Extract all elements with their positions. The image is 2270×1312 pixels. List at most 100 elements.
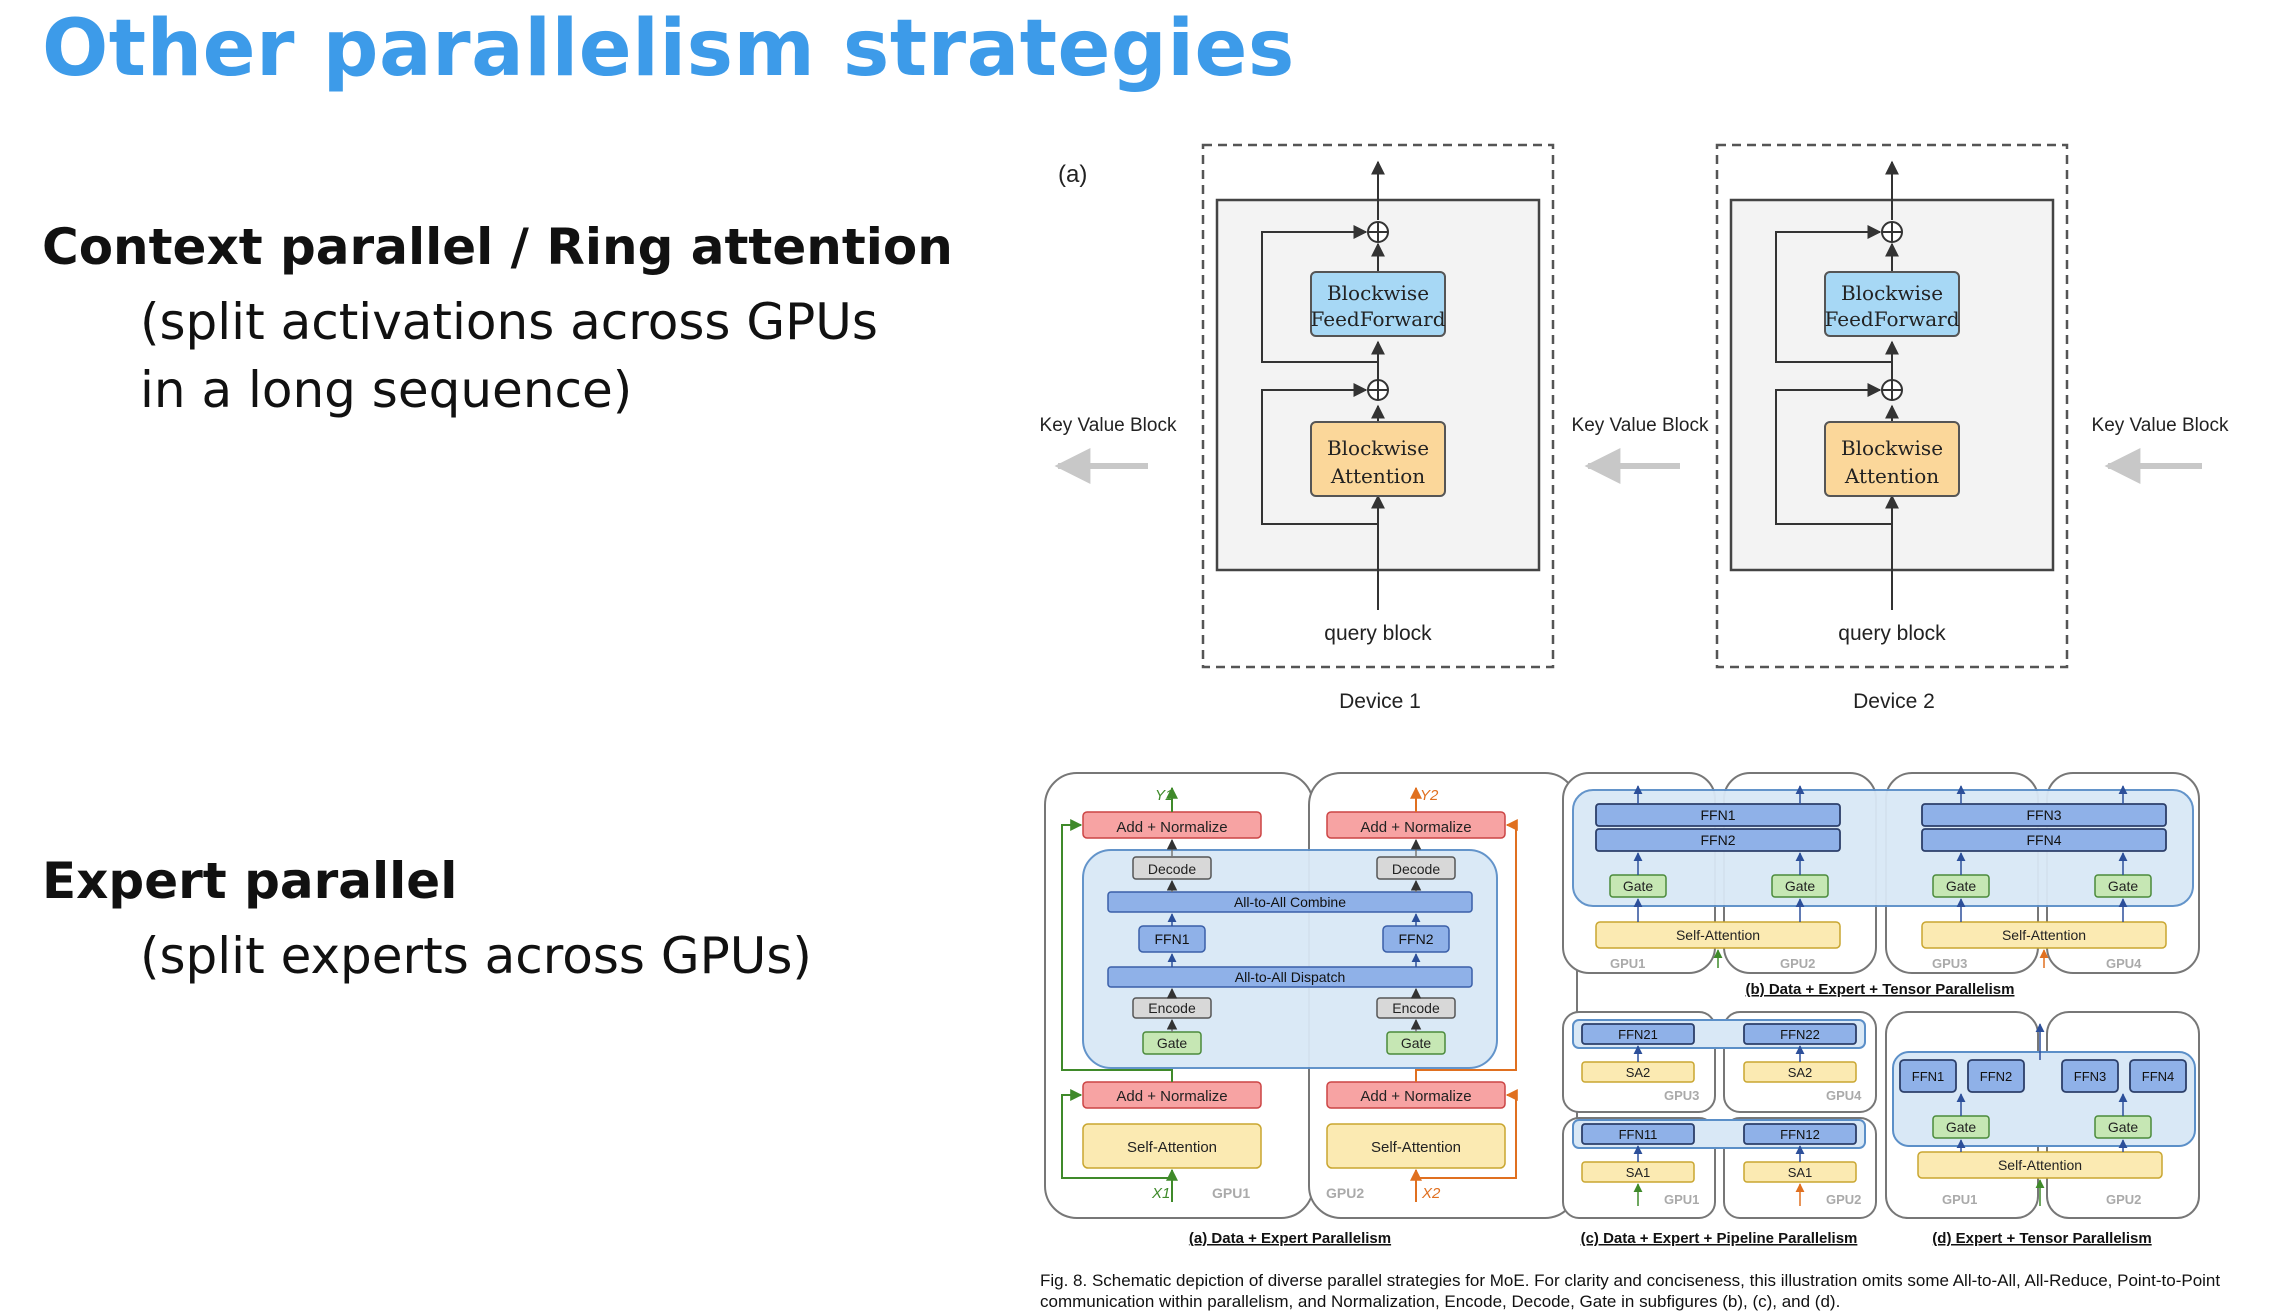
c-ffn21: FFN21 <box>1618 1027 1658 1042</box>
kv-label-right: Key Value Block <box>2092 415 2229 436</box>
ffn-label-1a: Blockwise <box>1327 281 1429 305</box>
ffn-label-2a: Blockwise <box>1841 281 1943 305</box>
moe-panel-c: FFN21 FFN22 SA2 SA2 FFN11 FFN12 SA1 SA1 … <box>1562 1011 1877 1247</box>
section-expert-parallel: Expert parallel (split experts across GP… <box>42 852 812 990</box>
blockwise-attn-box-1 <box>1310 421 1446 497</box>
b-selfattn-2: Self-Attention <box>2002 927 2086 943</box>
b-ffn2: FFN2 <box>1701 832 1736 848</box>
d-ffn4: FFN4 <box>2142 1069 2175 1084</box>
kv-label-left: Key Value Block <box>1040 415 1177 436</box>
c-ffn11: FFN11 <box>1619 1127 1658 1142</box>
c-gpu3: GPU3 <box>1664 1088 1699 1103</box>
c-sa1-2: SA1 <box>1788 1165 1813 1180</box>
kv-arrow-left: Key Value Block <box>1040 415 1177 484</box>
moe-panel-a: Add + Normalize Decode Decode All-to-All… <box>1044 772 1578 1247</box>
a-decode-1: Decode <box>1148 861 1196 877</box>
a-addnorm-bot-2: Add + Normalize <box>1360 1088 1471 1105</box>
d-caption: (d) Expert + Tensor Parallelism <box>1932 1230 2151 1247</box>
blockwise-ffn-box-1 <box>1310 271 1446 337</box>
a-dispatch: All-to-All Dispatch <box>1235 969 1345 985</box>
attn-label-2b: Attention <box>1844 464 1939 488</box>
a-addnorm-top-1: Add + Normalize <box>1116 819 1227 836</box>
a-gate-1: Gate <box>1157 1035 1188 1051</box>
a-addnorm-bot-1: Add + Normalize <box>1116 1088 1227 1105</box>
b-selfattn-1: Self-Attention <box>1676 927 1760 943</box>
a-caption: (a) Data + Expert Parallelism <box>1189 1230 1391 1247</box>
attn-label-1a: Blockwise <box>1327 436 1429 460</box>
a-combine: All-to-All Combine <box>1234 894 1346 910</box>
attn-label-1b: Attention <box>1330 464 1425 488</box>
d-gate-2: Gate <box>2108 1119 2139 1135</box>
query-label-1: query block <box>1324 622 1432 645</box>
c-sa2-2: SA2 <box>1788 1065 1813 1080</box>
a-ffn1: FFN1 <box>1155 931 1190 947</box>
d-ffn3: FFN3 <box>2074 1069 2107 1084</box>
a-encode-2: Encode <box>1392 1000 1440 1016</box>
a-decode-2: Decode <box>1392 861 1440 877</box>
c-gpu1: GPU1 <box>1664 1192 1699 1207</box>
a-y2: Y2 <box>1420 787 1439 804</box>
b-gpu4: GPU4 <box>2106 956 2142 971</box>
c-ffn12: FFN12 <box>1780 1127 1820 1142</box>
c-gpu4: GPU4 <box>1826 1088 1862 1103</box>
b-ffn4: FFN4 <box>2027 832 2062 848</box>
device-2: Blockwise FeedForward Blockwise Attentio… <box>1715 143 2069 713</box>
kv-arrow-middle: Key Value Block <box>1572 415 1709 484</box>
d-gpu1: GPU1 <box>1942 1192 1977 1207</box>
device-1: Blockwise FeedForward Blockwise Attentio… <box>1201 143 1555 713</box>
b-ffn3: FFN3 <box>2027 807 2062 823</box>
c-caption: (c) Data + Expert + Pipeline Parallelism <box>1581 1230 1858 1247</box>
kv-label-middle: Key Value Block <box>1572 415 1709 436</box>
b-gpu2: GPU2 <box>1780 956 1815 971</box>
d-gate-1: Gate <box>1946 1119 1977 1135</box>
kv-arrow-right: Key Value Block <box>2092 415 2229 484</box>
a-addnorm-top-2: Add + Normalize <box>1360 819 1471 836</box>
d-ffn1: FFN1 <box>1912 1069 1945 1084</box>
context-parallel-heading: Context parallel / Ring attention <box>42 218 953 276</box>
b-gpu1: GPU1 <box>1610 956 1645 971</box>
blockwise-attn-box-2 <box>1824 421 1960 497</box>
a-y1: Y1 <box>1155 787 1173 804</box>
a-ffn2: FFN2 <box>1399 931 1434 947</box>
attn-label-2a: Blockwise <box>1841 436 1943 460</box>
c-sa2-1: SA2 <box>1626 1065 1651 1080</box>
a-gate-2: Gate <box>1401 1035 1432 1051</box>
moe-panel-b: FFN1 FFN2 FFN3 FFN4 Gate Gate Gate Gate … <box>1562 772 2200 998</box>
b-ffn1: FFN1 <box>1701 807 1736 823</box>
c-sa1-1: SA1 <box>1626 1165 1651 1180</box>
context-parallel-sub-1: (split activations across GPUs <box>140 293 878 351</box>
a-x2: X2 <box>1421 1185 1441 1202</box>
d-ffn2: FFN2 <box>1980 1069 2013 1084</box>
d-selfattn: Self-Attention <box>1998 1157 2082 1173</box>
query-label-2: query block <box>1838 622 1946 645</box>
b-gpu3: GPU3 <box>1932 956 1967 971</box>
c-gpu2: GPU2 <box>1826 1192 1861 1207</box>
expert-parallel-sub: (split experts across GPUs) <box>140 927 812 985</box>
expert-parallel-heading: Expert parallel <box>42 852 458 910</box>
c-ffn22: FFN22 <box>1780 1027 1820 1042</box>
panel-label-a: (a) <box>1058 161 1087 188</box>
b-gate-4: Gate <box>2108 878 2139 894</box>
a-selfattn-2: Self-Attention <box>1371 1139 1461 1156</box>
ffn-label-2b: FeedForward <box>1824 307 1959 331</box>
a-gpu1: GPU1 <box>1212 1185 1250 1201</box>
a-gpu2: GPU2 <box>1326 1185 1364 1201</box>
device-label-1: Device 1 <box>1339 690 1421 713</box>
section-context-parallel: Context parallel / Ring attention (split… <box>42 218 953 424</box>
b-gate-1: Gate <box>1623 878 1654 894</box>
b-caption: (b) Data + Expert + Tensor Parallelism <box>1746 981 2015 998</box>
moe-panel-d: FFN1 FFN2 FFN3 FFN4 Gate Gate Self-Atten… <box>1885 1011 2200 1247</box>
d-gpu2: GPU2 <box>2106 1192 2141 1207</box>
a-selfattn-1: Self-Attention <box>1127 1139 1217 1156</box>
context-parallel-sub-2: in a long sequence) <box>140 361 633 419</box>
blockwise-ffn-box-2 <box>1824 271 1960 337</box>
a-x1: X1 <box>1151 1185 1170 1202</box>
ffn-label-1b: FeedForward <box>1310 307 1445 331</box>
slide-title: Other parallelism strategies <box>42 4 1295 94</box>
device-label-2: Device 2 <box>1853 690 1935 713</box>
figure-caption: Fig. 8. Schematic depiction of diverse p… <box>1040 1271 2221 1311</box>
b-gate-3: Gate <box>1946 878 1977 894</box>
b-gate-2: Gate <box>1785 878 1816 894</box>
a-encode-1: Encode <box>1148 1000 1196 1016</box>
